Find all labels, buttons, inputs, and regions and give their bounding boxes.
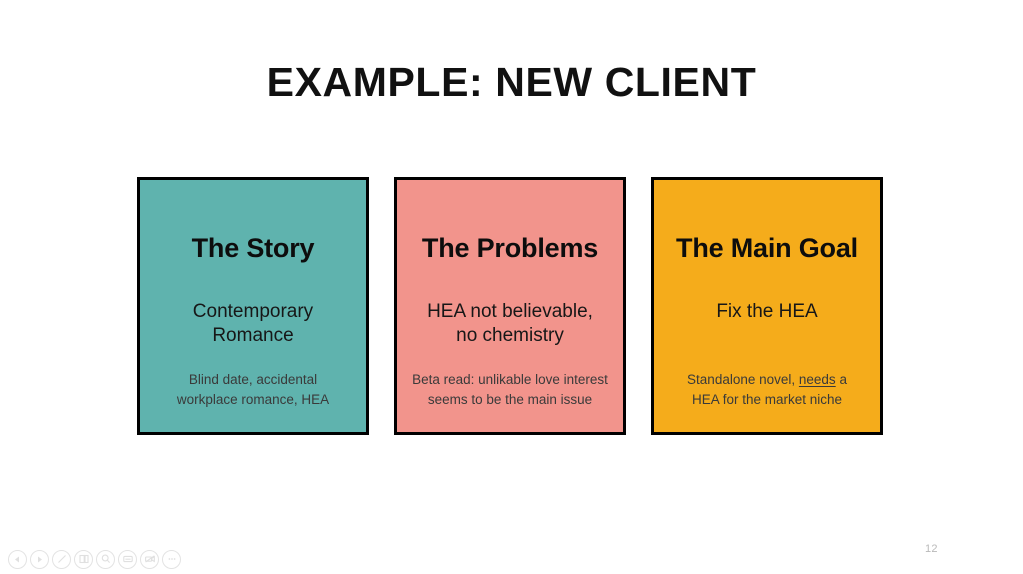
next-slide-icon (34, 554, 45, 565)
card-problems-subtitle-line2: no chemistry (456, 325, 564, 347)
card-problems-note: Beta read: unlikable love interest seems… (403, 370, 617, 409)
card-main-goal-note-suffix: a (835, 372, 847, 387)
presentation-toolbar (8, 549, 181, 569)
captions-icon (122, 553, 134, 565)
card-problems[interactable]: The Problems HEA not believable, no chem… (394, 177, 626, 435)
card-story-subtitle-line2: Romance (212, 325, 294, 347)
card-main-goal-note: Standalone novel, needs a HEA for the ma… (660, 370, 874, 409)
card-main-goal-subtitle: Fix the HEA (664, 300, 870, 324)
card-problems-subtitle-line1: HEA not believable, (427, 301, 593, 322)
previous-slide-button[interactable] (8, 549, 27, 569)
card-story-note-line1: Blind date, accidental (188, 372, 318, 387)
card-story-note: Blind date, accidental workplace romance… (146, 370, 360, 409)
slide-grid-icon (78, 553, 90, 565)
card-problems-subtitle: HEA not believable, no chemistry (407, 300, 613, 349)
more-options-icon (166, 553, 178, 565)
card-main-goal-heading: The Main Goal (676, 233, 858, 263)
camera-off-icon (144, 553, 156, 565)
next-slide-button[interactable] (30, 549, 49, 569)
more-options-button[interactable] (162, 549, 181, 569)
card-main-goal-note-prefix: Standalone novel, (687, 372, 799, 387)
card-problems-note-line2: seems to be the main issue (427, 391, 593, 407)
card-main-goal-subtitle-line1: Fix the HEA (716, 301, 818, 322)
card-story[interactable]: The Story Contemporary Romance Blind dat… (137, 177, 369, 435)
slide-grid-button[interactable] (74, 549, 93, 569)
card-story-note-line2: workplace romance, HEA (176, 391, 330, 407)
pen-icon (56, 553, 68, 565)
cards-row: The Story Contemporary Romance Blind dat… (137, 177, 883, 435)
search-icon (100, 553, 112, 565)
card-main-goal-note-emphasis: needs (798, 372, 836, 387)
card-main-goal-note-line2: HEA for the market niche (691, 391, 843, 407)
card-story-subtitle: Contemporary Romance (150, 300, 356, 349)
captions-button[interactable] (118, 549, 137, 569)
card-problems-note-line1: Beta read: unlikable love interest (412, 372, 608, 387)
page-number: 12 (925, 543, 938, 555)
card-problems-heading: The Problems (421, 233, 599, 263)
previous-slide-icon (12, 554, 23, 565)
card-story-heading: The Story (191, 233, 315, 263)
card-main-goal[interactable]: The Main Goal Fix the HEA Standalone nov… (651, 177, 883, 435)
card-story-subtitle-line1: Contemporary (192, 301, 314, 322)
camera-off-button[interactable] (140, 549, 159, 569)
pen-button[interactable] (52, 549, 71, 569)
page-title: EXAMPLE: NEW CLIENT (266, 59, 757, 105)
search-button[interactable] (96, 549, 115, 569)
